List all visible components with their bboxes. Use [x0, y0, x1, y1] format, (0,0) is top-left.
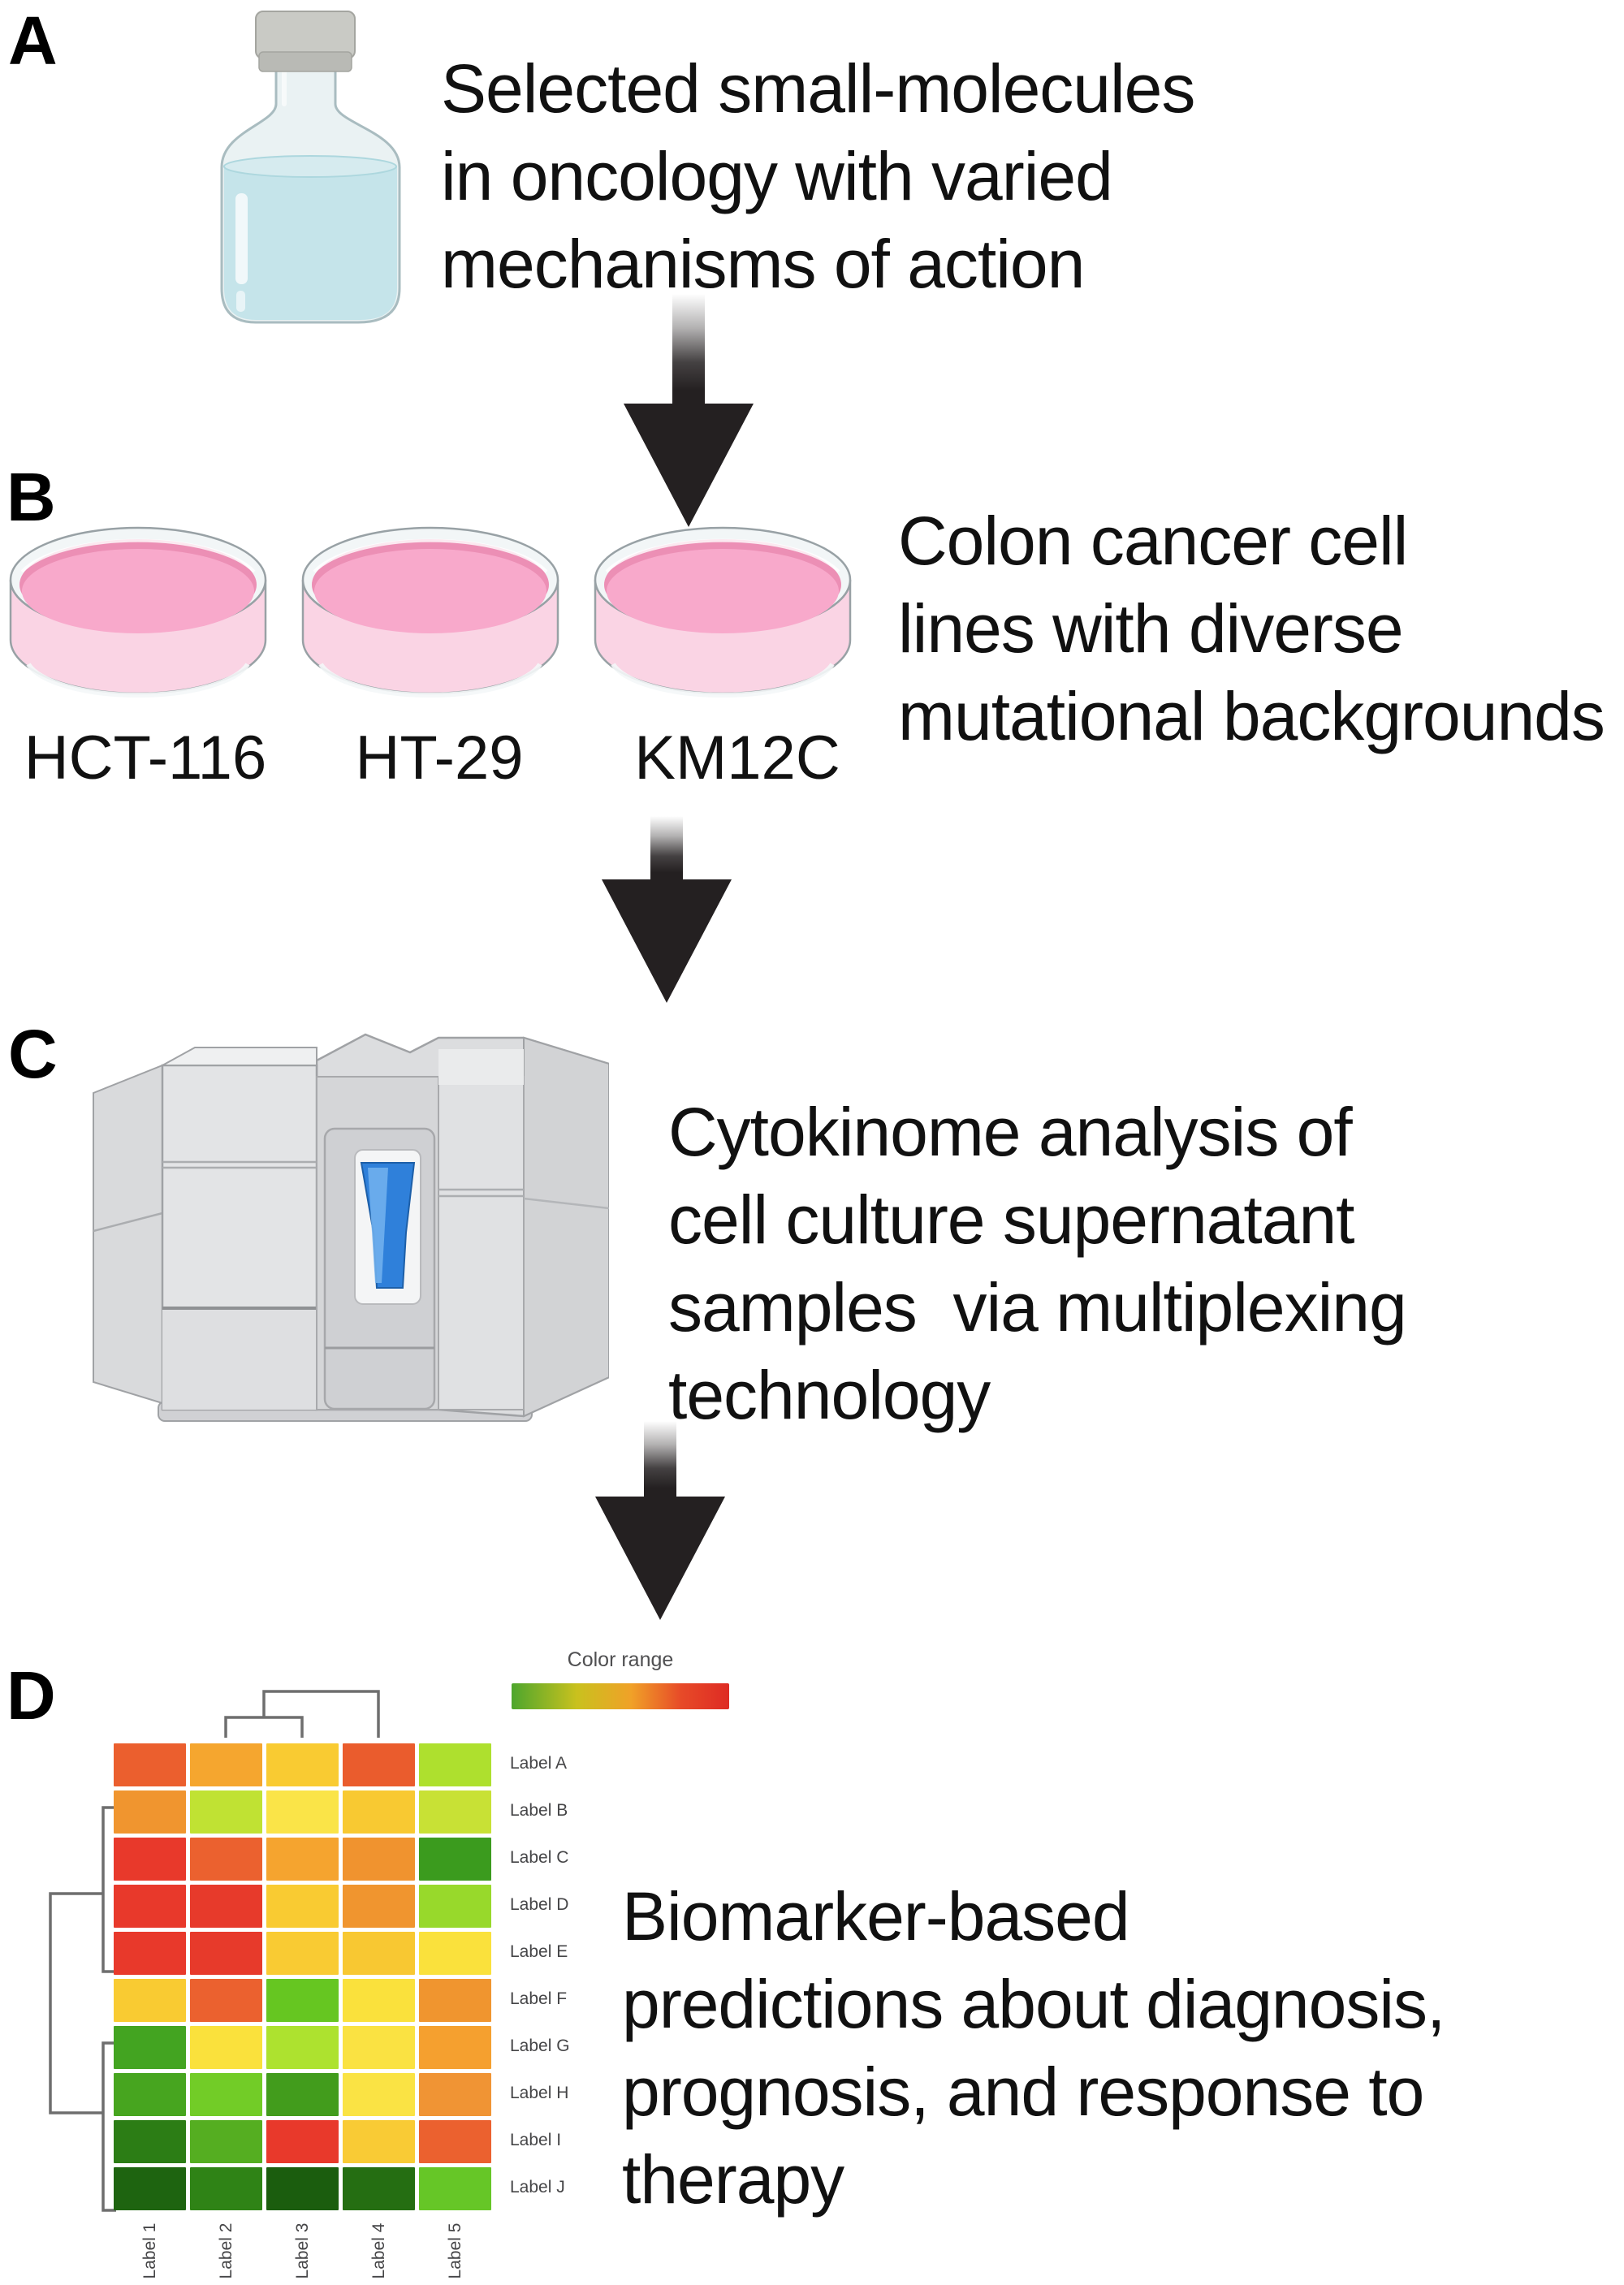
heatmap-cell [114, 2073, 186, 2116]
heatmap-cell [343, 2167, 415, 2210]
petri-dish-icon [594, 526, 852, 698]
heatmap-cell [190, 1979, 262, 2022]
heatmap-cell [343, 1790, 415, 1834]
heatmap-cell [343, 2073, 415, 2116]
row-dendrogram [102, 2041, 116, 2212]
heatmap-cell [190, 1743, 262, 1786]
petri-dish-icon [301, 526, 559, 698]
heatmap-cell [190, 1885, 262, 1928]
heatmap-cell [190, 1790, 262, 1834]
heatmap-cell [419, 2167, 491, 2210]
caption-panel-b: Colon cancer cell lines with diverse mut… [898, 503, 1605, 754]
panel-letter-c: C [8, 1016, 58, 1092]
column-dendrogram [262, 1690, 380, 1738]
panel-letter-b: B [6, 459, 56, 535]
heatmap-cell [419, 1932, 491, 1975]
heatmap-cell [114, 2026, 186, 2069]
heatmap-cell [343, 1885, 415, 1928]
caption-panel-d: Biomarker-based predictions about diagno… [622, 1878, 1445, 2218]
heatmap-cell [190, 2026, 262, 2069]
multiplex-analyzer-icon [93, 1033, 609, 1422]
heatmap-cell [419, 1885, 491, 1928]
heatmap-cell [419, 1979, 491, 2022]
heatmap-cell [190, 2073, 262, 2116]
heatmap-cell [190, 2167, 262, 2210]
heatmap-cell [266, 2120, 339, 2163]
petri-dish-icon [9, 526, 267, 698]
dendrogram-lines [49, 1690, 380, 2212]
heatmap-cell [190, 1838, 262, 1881]
heatmap-cell [114, 1979, 186, 2022]
heatmap-cell [266, 1885, 339, 1928]
heatmap-cell [266, 1790, 339, 1834]
row-dendrogram [49, 1892, 103, 2114]
heatmap-cell [419, 1790, 491, 1834]
heatmap-cell [114, 1932, 186, 1975]
heatmap-cell [114, 2120, 186, 2163]
heatmap-cell [343, 1743, 415, 1786]
column-dendrogram [224, 1716, 304, 1738]
heatmap-cell [114, 2167, 186, 2210]
cell-line-label-ht29: HT-29 [355, 724, 524, 793]
heatmap-cell [266, 1743, 339, 1786]
panel-letter-d: D [6, 1657, 56, 1734]
heatmap-cell [266, 1932, 339, 1975]
heatmap-cell [266, 2167, 339, 2210]
heatmap-cell [343, 1838, 415, 1881]
heatmap-cell [343, 1932, 415, 1975]
heatmap-cell [266, 1979, 339, 2022]
heatmap-cell [190, 1932, 262, 1975]
heatmap-grid [114, 1743, 491, 2210]
heatmap-cell [343, 1979, 415, 2022]
heatmap-cell [419, 2073, 491, 2116]
color-range-bar [512, 1683, 729, 1709]
heatmap-cell [419, 2026, 491, 2069]
heatmap-cell [190, 2120, 262, 2163]
panel-letter-a: A [8, 2, 58, 79]
heatmap-cell [419, 2120, 491, 2163]
caption-panel-a: Selected small-molecules in oncology wit… [441, 50, 1195, 302]
heatmap-cell [343, 2120, 415, 2163]
medicine-bottle-icon [220, 11, 401, 324]
caption-panel-c: Cytokinome analysis of cell culture supe… [668, 1094, 1407, 1433]
cell-line-label-hct116: HCT-116 [24, 724, 267, 793]
row-dendrogram [102, 1806, 116, 1973]
cell-line-label-km12c: KM12C [634, 724, 840, 793]
heatmap-cell [266, 2073, 339, 2116]
heatmap-cell [114, 1743, 186, 1786]
color-range-title: Color range [567, 1648, 674, 1671]
heatmap-cell [343, 2026, 415, 2069]
heatmap-cell [266, 1838, 339, 1881]
heatmap-cell [114, 1790, 186, 1834]
heatmap-cell [419, 1743, 491, 1786]
heatmap-cell [114, 1838, 186, 1881]
heatmap-cell [419, 1838, 491, 1881]
heatmap-cell [114, 1885, 186, 1928]
heatmap-cell [266, 2026, 339, 2069]
